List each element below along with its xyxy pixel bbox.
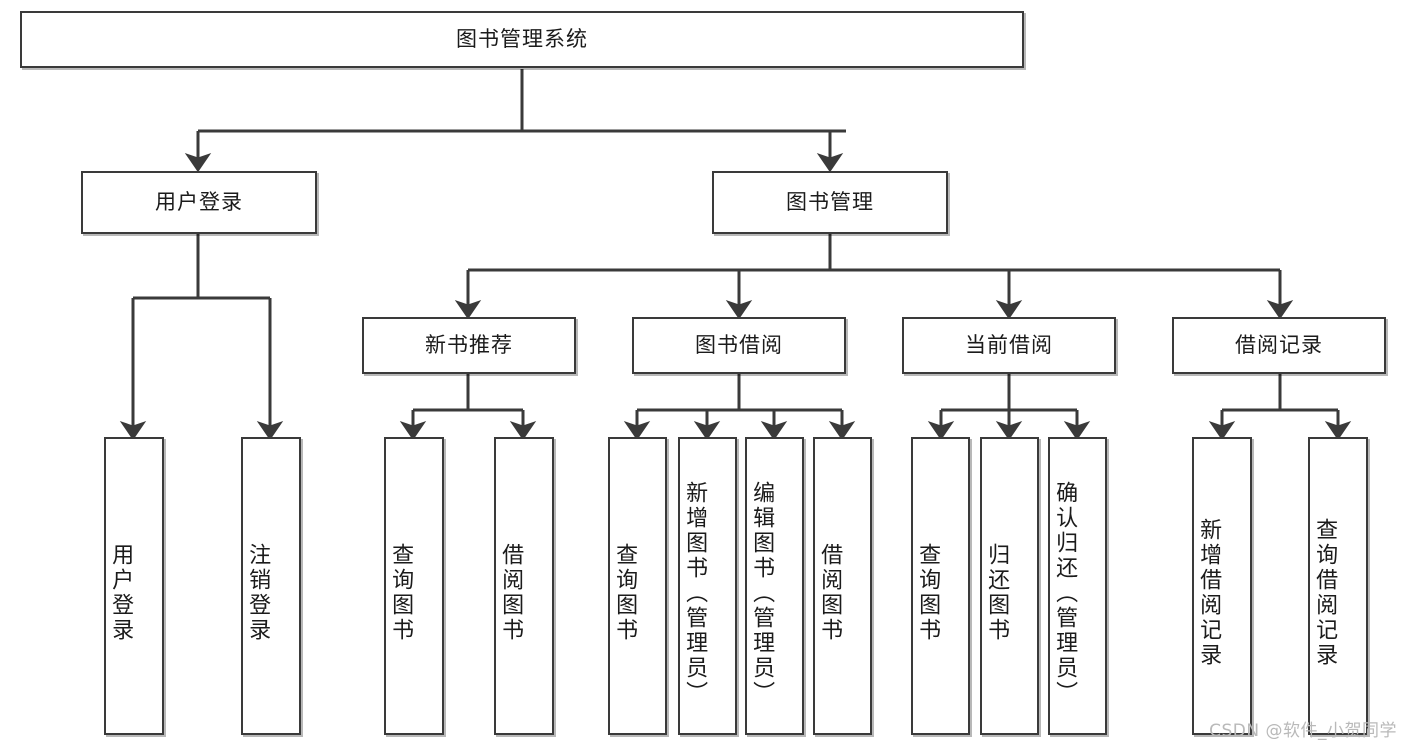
node-borrow-record[interactable]: 借阅记录 — [1172, 317, 1386, 374]
node-new-book-recommend-label: 新书推荐 — [425, 332, 513, 357]
node-user-login[interactable]: 用户登录 — [81, 171, 317, 234]
leaf-query-book-3-label: 查询图书 — [915, 543, 941, 643]
leaf-query-record[interactable]: 查询借阅记录 — [1308, 437, 1368, 735]
leaf-user-login-label: 用户登录 — [108, 543, 134, 643]
node-new-book-recommend[interactable]: 新书推荐 — [362, 317, 576, 374]
node-root-label: 图书管理系统 — [456, 26, 588, 51]
node-book-borrow[interactable]: 图书借阅 — [632, 317, 846, 374]
node-borrow-record-label: 借阅记录 — [1235, 332, 1323, 357]
node-current-borrow-label: 当前借阅 — [965, 332, 1053, 357]
leaf-query-book-1-label: 查询图书 — [388, 543, 414, 643]
node-book-management[interactable]: 图书管理 — [712, 171, 948, 234]
leaf-borrow-book-1-label: 借阅图书 — [498, 543, 524, 643]
leaf-return-book-label: 归还图书 — [984, 543, 1010, 643]
leaf-return-book[interactable]: 归还图书 — [980, 437, 1039, 735]
node-current-borrow[interactable]: 当前借阅 — [902, 317, 1116, 374]
leaf-add-record[interactable]: 新增借阅记录 — [1192, 437, 1252, 735]
leaf-add-book-label: 新增图书（管理员） — [682, 480, 708, 706]
node-book-borrow-label: 图书借阅 — [695, 332, 783, 357]
leaf-borrow-book-2-label: 借阅图书 — [817, 543, 843, 643]
leaf-add-record-label: 新增借阅记录 — [1196, 518, 1222, 668]
leaf-query-record-label: 查询借阅记录 — [1312, 518, 1338, 668]
leaf-user-login[interactable]: 用户登录 — [104, 437, 164, 735]
leaf-edit-book-label: 编辑图书（管理员） — [749, 480, 775, 706]
leaf-edit-book[interactable]: 编辑图书（管理员） — [745, 437, 804, 735]
leaf-logout-label: 注销登录 — [245, 543, 271, 643]
leaf-confirm-return-label: 确认归还（管理员） — [1052, 480, 1078, 706]
leaf-query-book-3[interactable]: 查询图书 — [911, 437, 970, 735]
leaf-logout[interactable]: 注销登录 — [241, 437, 301, 735]
leaf-query-book-1[interactable]: 查询图书 — [384, 437, 444, 735]
leaf-query-book-2[interactable]: 查询图书 — [608, 437, 667, 735]
node-user-login-label: 用户登录 — [155, 189, 243, 214]
leaf-borrow-book-1[interactable]: 借阅图书 — [494, 437, 554, 735]
leaf-borrow-book-2[interactable]: 借阅图书 — [813, 437, 872, 735]
leaf-query-book-2-label: 查询图书 — [612, 543, 638, 643]
node-root[interactable]: 图书管理系统 — [20, 11, 1024, 68]
leaf-confirm-return[interactable]: 确认归还（管理员） — [1048, 437, 1107, 735]
node-book-management-label: 图书管理 — [786, 189, 874, 214]
watermark: CSDN @软件_小贺同学 — [1209, 721, 1397, 741]
leaf-add-book[interactable]: 新增图书（管理员） — [678, 437, 737, 735]
